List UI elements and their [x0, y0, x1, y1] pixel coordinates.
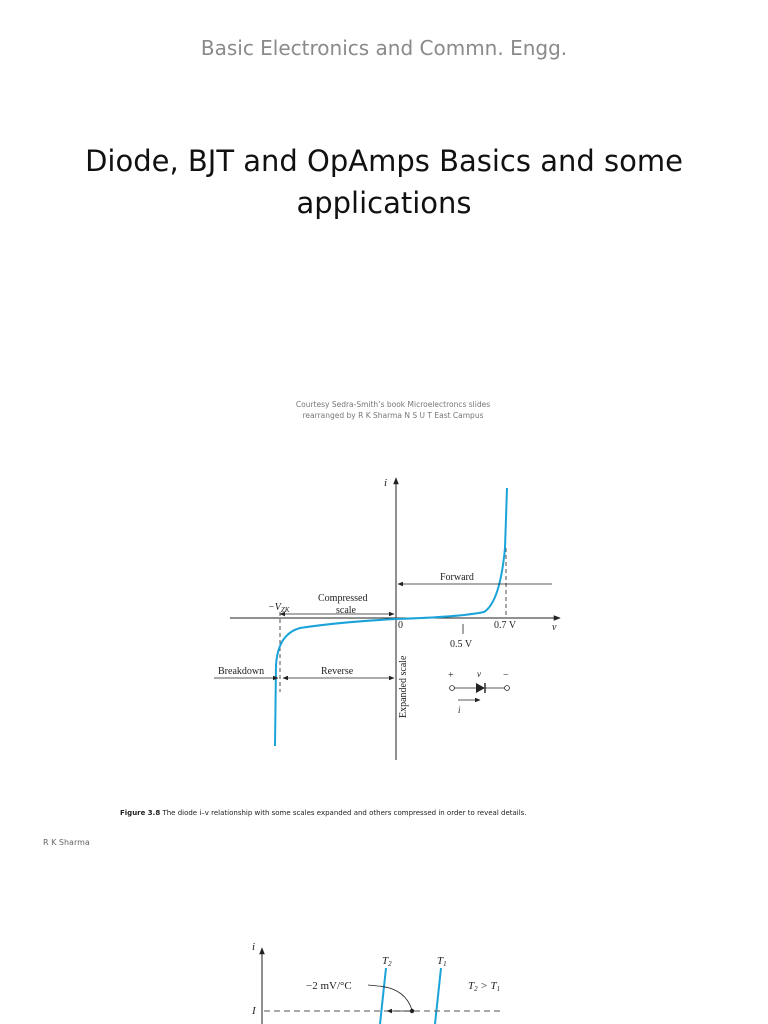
expanded-scale-label: Expanded scale [398, 655, 409, 718]
slide-subtitle: Basic Electronics and Commn. Engg. [200, 36, 568, 60]
breakdown-label: Breakdown [218, 666, 264, 677]
t3-i-axis-label: i [252, 941, 255, 953]
v07-label: 0.7 V [494, 620, 517, 631]
slide-title: Diode, BJT and OpAmps Basics and some ap… [60, 140, 708, 224]
v05-label: 0.5 V [450, 639, 473, 650]
origin-label: 0 [398, 620, 403, 631]
operating-point [409, 1008, 415, 1014]
reverse-label: Reverse [321, 666, 354, 677]
coefficient-leader [367, 984, 413, 1011]
t2-label: T2 [382, 955, 392, 968]
slide-title-line-2: applications [296, 186, 472, 220]
temperature-relation: T2 > T1 [468, 980, 500, 993]
coefficient-label: −2 mV/°C [306, 980, 352, 992]
compressed-label-1: Compressed [318, 593, 367, 604]
courtesy-line-2: rearranged by R K Sharma N S U T East Ca… [302, 411, 484, 420]
diode-plus-label: + [448, 670, 454, 681]
t2-curve [379, 967, 387, 1024]
current-label: I [251, 1005, 257, 1017]
courtesy-line-1: Courtesy Sedra-Smith’s book Microelectro… [295, 400, 491, 409]
diode-minus-label: − [503, 670, 509, 681]
t1-curve [434, 967, 442, 1024]
forward-label: Forward [440, 572, 474, 583]
neg-vzk-label: −VZK [268, 602, 290, 614]
caption-text: The diode i–v relationship with some sca… [162, 809, 527, 817]
slide-title-line-1: Diode, BJT and OpAmps Basics and some [85, 144, 683, 178]
figure-caption: Figure 3.8 The diode i–v relationship wi… [120, 809, 640, 817]
author-footer: R K Sharma [43, 838, 90, 847]
diode-i-label: i [458, 705, 461, 715]
i-axis-label: i [384, 477, 387, 489]
v-axis-label: v [552, 622, 557, 633]
compressed-label-2: scale [336, 605, 357, 616]
diode-symbol [449, 683, 510, 703]
courtesy-note: Courtesy Sedra-Smith’s book Microelectro… [250, 399, 536, 421]
diode-v-label: v [477, 669, 481, 679]
diode-iv-curve [274, 487, 508, 747]
caption-figure-number: Figure 3.8 [120, 809, 161, 817]
t1-label: T1 [437, 955, 447, 968]
